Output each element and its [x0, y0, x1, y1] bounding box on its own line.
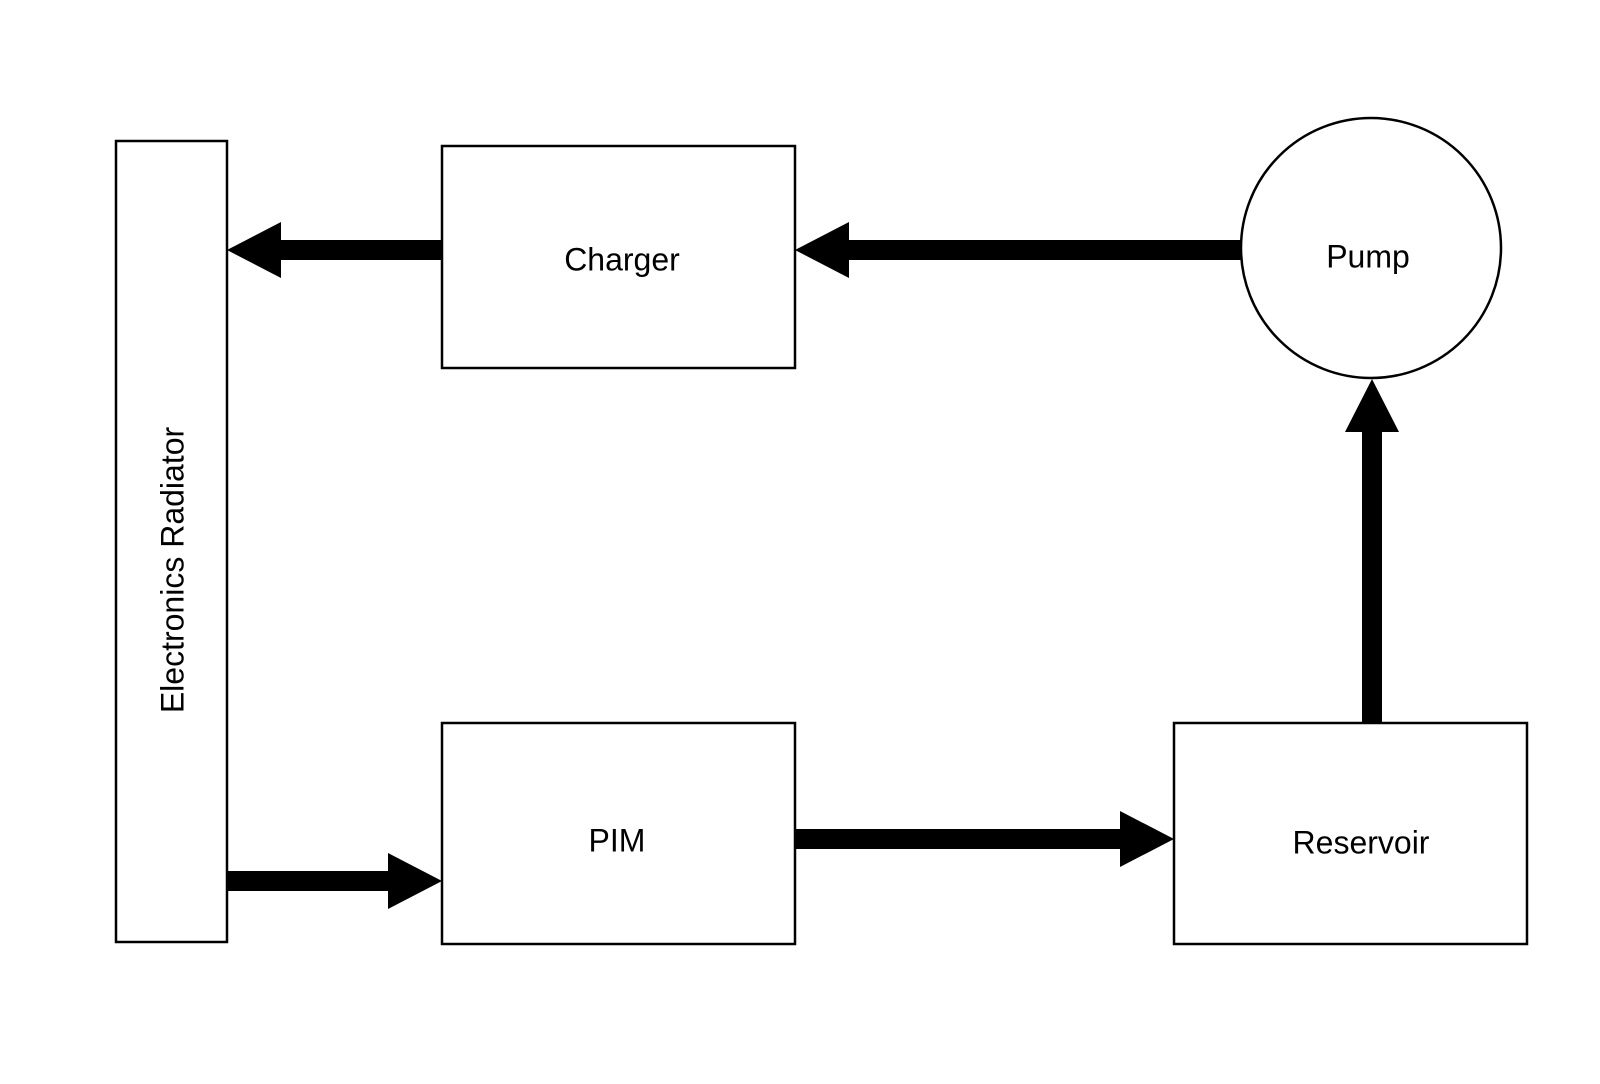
flow-arrow-pump-to-charger — [795, 222, 1242, 278]
charger-label: Charger — [564, 241, 680, 277]
radiator-node: Electronics Radiator — [114, 139, 229, 944]
charger-box — [440, 144, 797, 370]
flow-arrowhead — [388, 853, 442, 909]
pump-node: Pump — [1239, 116, 1503, 380]
reservoir-label: Reservoir — [1293, 824, 1430, 860]
flow-shaft — [227, 871, 392, 891]
flow-shaft — [795, 829, 1126, 849]
flow-arrow-charger-to-radiator — [227, 222, 442, 278]
pim-node: PIM — [440, 721, 797, 946]
flow-shaft — [1362, 428, 1382, 723]
charger-node: Charger — [440, 144, 797, 370]
flow-arrowhead — [1120, 811, 1174, 867]
pump-label: Pump — [1326, 238, 1410, 274]
pim-label: PIM — [589, 822, 646, 858]
flow-arrow-radiator-to-pim — [227, 853, 442, 909]
flow-arrowhead — [795, 222, 849, 278]
flow-arrowhead — [1345, 379, 1399, 432]
reservoir-box — [1172, 721, 1529, 946]
radiator-label: Electronics Radiator — [154, 426, 190, 713]
radiator-box — [114, 139, 229, 944]
reservoir-node: Reservoir — [1172, 721, 1529, 946]
flow-arrow-pim-to-reservoir — [795, 811, 1174, 867]
pim-box — [440, 721, 797, 946]
flow-shaft — [277, 240, 442, 260]
flow-arrow-reservoir-to-pump — [1345, 379, 1399, 723]
flow-shaft — [845, 240, 1242, 260]
flow-arrowhead — [227, 222, 281, 278]
